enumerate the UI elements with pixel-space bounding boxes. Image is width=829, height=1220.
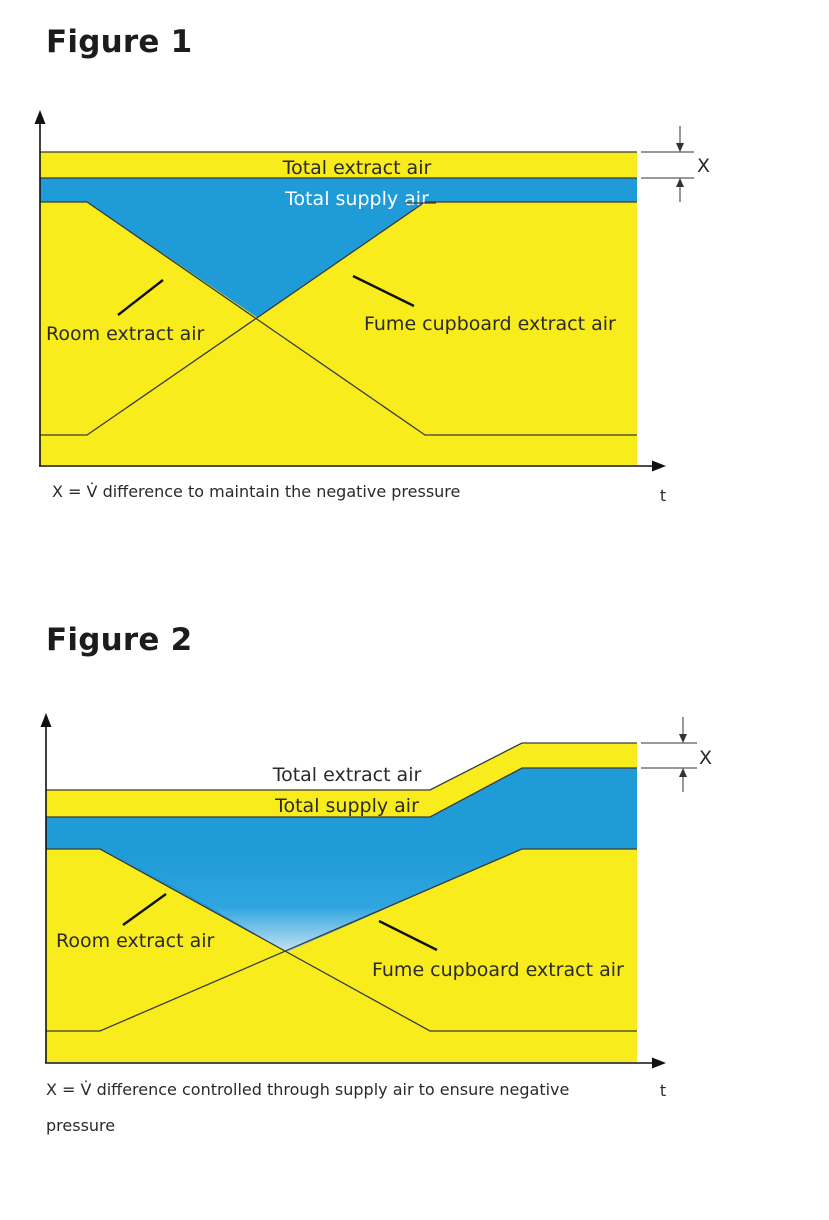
- room-extract-line: [46, 848, 637, 1032]
- fume-extract-line: [46, 848, 637, 1032]
- total-supply-label: Total supply air: [284, 188, 429, 210]
- x-dimension-marker: [641, 717, 697, 792]
- fume-extract-label: Fume cupboard extract air: [364, 313, 616, 335]
- fume-extract-label: Fume cupboard extract air: [372, 959, 624, 981]
- total-supply-label: Total supply air: [274, 795, 419, 817]
- figure-1-diagram: Total extract air Total supply air Room …: [34, 110, 710, 505]
- total-extract-label: Total extract air: [282, 157, 432, 179]
- room-extract-pointer: [117, 279, 164, 316]
- caption: X = V̇ difference to maintain the negati…: [52, 482, 460, 501]
- caption-line-1: X = V̇ difference controlled through sup…: [46, 1080, 569, 1099]
- caption-line-2: pressure: [46, 1116, 115, 1135]
- figure-1-title: Figure 1: [46, 24, 193, 60]
- total-extract-line: [46, 742, 637, 791]
- x-axis-arrow: [652, 460, 666, 472]
- x-marker-label: X: [699, 747, 712, 769]
- y-axis-arrow: [34, 110, 46, 124]
- room-extract-label: Room extract air: [46, 323, 205, 345]
- room-extract-pointer: [122, 893, 167, 926]
- time-axis-label: t: [660, 486, 666, 505]
- total-supply-line: [46, 767, 637, 818]
- x-marker-label: X: [697, 155, 710, 177]
- x-dimension-marker: [641, 126, 694, 202]
- total-extract-label: Total extract air: [272, 764, 422, 786]
- figure-2-title: Figure 2: [46, 622, 193, 658]
- y-axis-arrow: [40, 713, 52, 727]
- fume-extract-pointer: [352, 274, 415, 308]
- room-extract-label: Room extract air: [56, 930, 215, 952]
- fume-extract-line: [40, 201, 637, 436]
- fume-extract-pointer: [378, 919, 438, 952]
- supply-wedge-gradient: [115, 852, 510, 952]
- supply-air-area: [40, 178, 637, 318]
- x-axis-arrow: [652, 1057, 666, 1069]
- figure-2-diagram: Total extract air Total supply air Room …: [40, 713, 712, 1135]
- time-axis-label: t: [660, 1081, 666, 1100]
